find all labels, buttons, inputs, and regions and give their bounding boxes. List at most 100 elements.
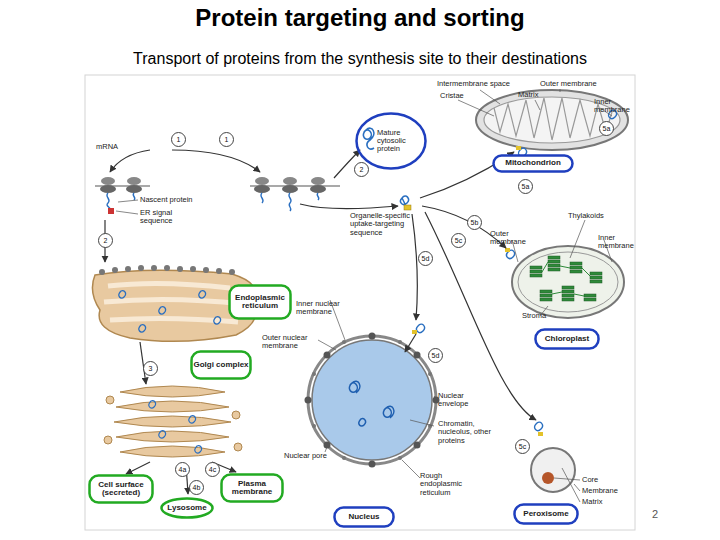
destination-label: Mature cytosolic protein (355, 112, 427, 170)
callout-number: 4a (175, 462, 190, 477)
nucleus-drawing (342, 456, 346, 460)
chloroplast-drawing (570, 270, 582, 273)
leader-line (480, 90, 500, 104)
peroxisome-drawing (531, 448, 580, 502)
ribosome-drawing (283, 177, 297, 185)
destination-label: Plasma membrane (220, 473, 284, 503)
chloroplast-drawing (590, 272, 602, 275)
nucleus-drawing (324, 352, 331, 359)
destination-label: Peroxisome (513, 503, 579, 525)
ribosome-drawing (100, 185, 116, 193)
chloroplast-drawing (590, 280, 602, 283)
leader-line (458, 100, 494, 116)
chloroplast-drawing (584, 298, 596, 301)
part-label: ER signal sequence (140, 209, 190, 226)
label-outline (357, 114, 426, 169)
er-drawing (190, 266, 196, 272)
nucleus-drawing (312, 424, 316, 428)
chloroplast-drawing (584, 294, 596, 297)
chloroplast-drawing (548, 256, 560, 259)
pathway-arrow (425, 212, 536, 420)
leader-line (458, 89, 612, 316)
leader-line (560, 89, 561, 92)
nucleus-drawing (414, 442, 421, 449)
part-label: Stroma (522, 312, 546, 320)
callout-number: 3 (143, 361, 158, 376)
nucleus-drawing (414, 352, 421, 359)
golgi-drawing (104, 386, 242, 457)
chloroplast-drawing (548, 264, 560, 267)
nucleus-drawing (402, 460, 420, 478)
destination-label: Mitochondrion (492, 154, 574, 173)
protein-drawing (417, 324, 425, 332)
pathway-arrow (412, 214, 417, 320)
chloroplast-drawing (562, 290, 574, 293)
callout-number: 5a (518, 179, 533, 194)
er-drawing (99, 265, 235, 275)
part-label: Inner membrane (598, 234, 636, 251)
part-label: Inner membrane (594, 98, 634, 115)
er-drawing (104, 283, 244, 322)
chloroplast-drawing (570, 266, 582, 269)
figure-panel (85, 75, 635, 530)
ribosome-drawing (126, 185, 142, 193)
destination-label: Lysosome (160, 497, 214, 519)
nucleus-drawing (305, 397, 312, 404)
golgi-drawing (232, 411, 240, 419)
part-label: Nascent protein (140, 196, 193, 204)
golgi-drawing (106, 396, 114, 404)
chloroplast-drawing (562, 298, 574, 301)
protein-drawing (505, 248, 510, 252)
er-drawing (119, 291, 221, 333)
pathway-arrow (300, 204, 398, 209)
golgi-drawing (116, 401, 229, 412)
destination-name: Cell surface (secreted) (88, 481, 154, 498)
ribosome-drawing (108, 208, 114, 214)
slide-subtitle: Transport of proteins from the synthesis… (0, 50, 720, 68)
golgi-drawing (149, 401, 202, 454)
peroxisome-drawing (554, 468, 580, 502)
destination-name: Chloroplast (545, 335, 589, 343)
callout-number: 1 (171, 132, 186, 147)
part-label: mRNA (96, 143, 118, 151)
destination-name: Mitochondrion (505, 159, 561, 167)
chloroplast-drawing (540, 298, 552, 301)
er-drawing (164, 265, 170, 271)
callout-number: 5c (515, 439, 530, 454)
nucleus-drawing (305, 333, 440, 468)
golgi-drawing (120, 386, 225, 397)
slide-title: Protein targeting and sorting (0, 4, 720, 32)
part-label: Cristae (440, 92, 464, 100)
protein-drawing (404, 205, 411, 210)
part-label: Membrane (582, 487, 618, 495)
part-label: Inner nuclear membrane (296, 300, 354, 317)
er-drawing (99, 269, 105, 275)
ribosome-drawing (261, 193, 319, 211)
destination-name: Lysosome (167, 504, 206, 512)
part-label: Organelle-specific uptake-targeting sequ… (350, 212, 432, 237)
page-number: 2 (652, 508, 658, 520)
nucleus-drawing (369, 333, 376, 340)
ribosome-drawing (107, 193, 110, 209)
callout-number: 4c (205, 462, 220, 477)
chloroplast-drawing (530, 266, 542, 269)
part-label: Matrix (582, 498, 602, 506)
chloroplast-drawing (548, 268, 560, 271)
destination-name: Mature cytosolic protein (377, 129, 421, 153)
nucleus-drawing (308, 336, 436, 464)
callout-number: 5d (428, 348, 443, 363)
ribosome-drawing (127, 177, 141, 185)
leader-line (535, 100, 540, 110)
destination-label: Cell surface (secreted) (88, 474, 154, 504)
nucleus-drawing (398, 456, 402, 460)
golgi-drawing (104, 436, 112, 444)
ribosome-drawing (116, 200, 138, 214)
chloroplast-drawing (512, 246, 624, 318)
chloroplast-drawing (512, 246, 624, 318)
er-drawing (112, 267, 118, 273)
er-drawing (216, 268, 222, 274)
er-drawing (229, 269, 235, 275)
nucleus-drawing (312, 372, 316, 376)
